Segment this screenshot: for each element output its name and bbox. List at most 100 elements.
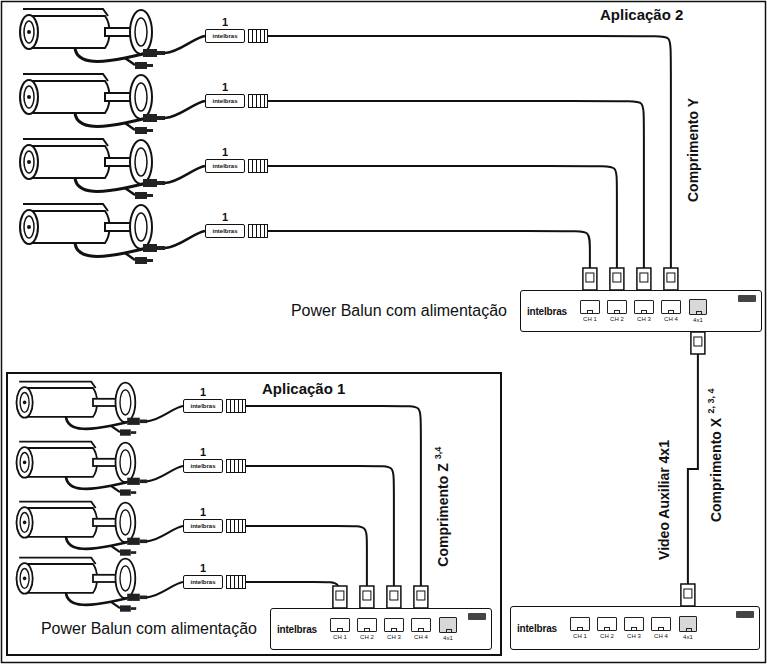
- brand-logo: intelbras: [212, 33, 237, 40]
- camera-illustration: [16, 558, 183, 612]
- port-label: CH 3: [627, 633, 641, 640]
- cable-label: Video Auxiliar 4x1: [656, 438, 672, 562]
- balun-body: intelbras: [205, 94, 245, 108]
- port-column: 4x1: [436, 617, 460, 642]
- device-tag: [468, 613, 486, 620]
- balun-row: intelbras: [205, 158, 268, 174]
- plug-contacts: [336, 591, 344, 600]
- port-label: CH 4: [654, 633, 668, 640]
- video-balun: 1 intelbras: [183, 386, 246, 414]
- port-label: CH 4: [664, 316, 678, 323]
- port-label: CH 3: [637, 316, 651, 323]
- plug-contacts: [694, 337, 702, 346]
- callout-number: 1: [205, 81, 245, 93]
- port-column: CH 1: [328, 618, 352, 641]
- port-column: CH 4: [409, 618, 433, 641]
- plug-group: [681, 332, 705, 606]
- balun-row: intelbras: [183, 518, 246, 534]
- rj45-plug: [226, 519, 246, 533]
- plug-group: [333, 586, 347, 608]
- port-label: CH 4: [414, 634, 428, 641]
- camera-illustration: [16, 502, 183, 556]
- rj45-plug: [681, 584, 695, 606]
- plug-contacts: [417, 591, 425, 600]
- power-balun-device: intelbras CH 1 CH 2 CH 3 CH 4 4x1: [510, 606, 760, 650]
- balun-body: intelbras: [205, 159, 245, 173]
- video-balun: 1intelbras: [205, 16, 268, 44]
- port-column: CH 1: [578, 300, 602, 323]
- port-label: CH 1: [573, 633, 587, 640]
- note-reference: 3,4: [433, 446, 443, 461]
- rj45-plug: [226, 459, 246, 473]
- balun-body: intelbras: [205, 29, 245, 43]
- rj45-port: [634, 300, 654, 314]
- rj45-port: [661, 300, 681, 314]
- port-column: CH 3: [632, 300, 656, 323]
- callout-number: 1: [183, 562, 223, 574]
- brand-logo: intelbras: [190, 523, 215, 530]
- rj45-port: [384, 618, 404, 632]
- device-tag: [738, 295, 756, 302]
- plug-group: [360, 586, 374, 608]
- rj45-plug: [691, 332, 705, 354]
- rj45-port: [679, 616, 697, 632]
- rj45-port: [411, 618, 431, 632]
- frame-title: Aplicação 1: [262, 380, 345, 397]
- brand-logo: intelbras: [190, 579, 215, 586]
- port-column: CH 4: [659, 300, 683, 323]
- callout-number: 1: [183, 386, 223, 398]
- note-reference: 2, 3, 4: [706, 388, 716, 415]
- port-label: 4x1: [683, 634, 693, 641]
- camera-illustration: [20, 9, 205, 69]
- plug-contacts: [667, 273, 675, 282]
- rj45-plug: [248, 94, 268, 108]
- brand-logo: intelbras: [190, 403, 215, 410]
- rj45-port: [357, 618, 377, 632]
- video-cable: [268, 166, 617, 290]
- length-label: Comprimento X: [708, 416, 724, 524]
- plug-contacts: [613, 273, 621, 282]
- brand-logo: intelbras: [212, 163, 237, 170]
- camera-illustration: [16, 382, 183, 436]
- brand-logo: intelbras: [517, 623, 557, 634]
- rj45-plug: [583, 268, 597, 290]
- rj45-plug: [248, 159, 268, 173]
- rj45-port: [607, 300, 627, 314]
- plug-contacts: [640, 273, 648, 282]
- device-caption: Power Balun com alimentação: [41, 620, 257, 638]
- rj45-port: [580, 300, 600, 314]
- length-label: Comprimento Z: [435, 461, 451, 568]
- balun-body: intelbras: [183, 575, 223, 589]
- rj45-plug: [387, 586, 401, 608]
- rj45-plug: [664, 268, 678, 290]
- rj45-plug: [248, 29, 268, 43]
- callout-number: 1: [183, 446, 223, 458]
- port-column: 4x1: [676, 616, 700, 641]
- rj45-plug: [248, 224, 268, 238]
- port-label: 4x1: [693, 317, 703, 324]
- brand-logo: intelbras: [527, 306, 567, 317]
- port-column: CH 1: [568, 617, 592, 640]
- video-cable: [246, 526, 367, 608]
- balun-body: intelbras: [183, 459, 223, 473]
- video-balun: 1intelbras: [183, 506, 246, 534]
- application-frame: Aplicação 1 1 intelbras 1 intelbras 1 intelbra…: [6, 372, 502, 656]
- power-balun-device: Power Balun com alimentaçãointelbrasCH 1…: [270, 608, 492, 650]
- port-label: CH 2: [600, 633, 614, 640]
- port-column: CH 4: [649, 617, 673, 640]
- balun-row: intelbras: [183, 398, 246, 414]
- rj45-port: [570, 617, 590, 631]
- plug-group: [414, 586, 428, 608]
- camera-illustration: [20, 204, 205, 264]
- camera-illustration: [16, 442, 183, 496]
- port-label: CH 1: [333, 634, 347, 641]
- balun-row: intelbras: [205, 223, 268, 239]
- brand-logo: intelbras: [190, 463, 215, 470]
- plug-group: [387, 586, 401, 608]
- rj45-port: [330, 618, 350, 632]
